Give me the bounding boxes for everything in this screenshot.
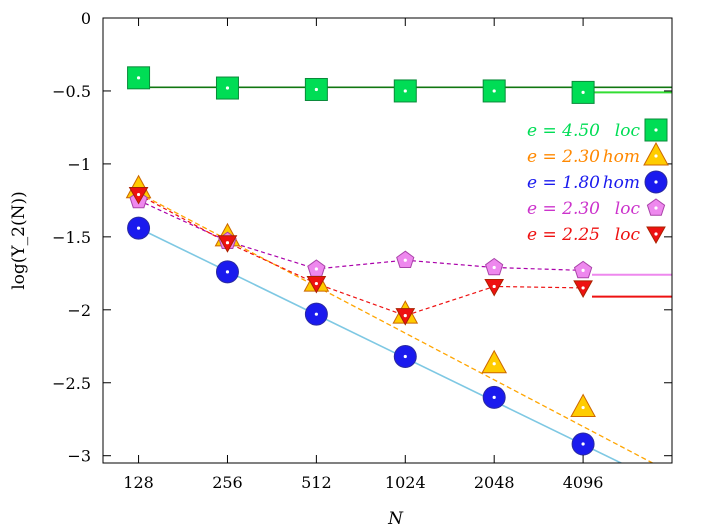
- legend-label-e: e = 4.50: [527, 121, 600, 141]
- data-point-center-dot: [314, 87, 318, 92]
- data-point-center-dot: [403, 89, 407, 93]
- x-tick-label: 512: [301, 473, 332, 492]
- data-point-triangle-up: [643, 141, 669, 166]
- y-tick-label: −3: [67, 447, 91, 466]
- y-tick-label: −0.5: [52, 82, 91, 101]
- x-tick-label: 256: [212, 473, 243, 492]
- x-tick-label: 2048: [474, 473, 515, 492]
- y-tick-label: 0: [81, 9, 91, 28]
- data-point-center-dot: [581, 286, 585, 290]
- legend-label-type: hom: [603, 173, 640, 193]
- data-point-center-dot: [403, 314, 407, 318]
- data-point-center-dot: [492, 395, 496, 399]
- data-point-center-dot: [654, 206, 658, 210]
- legend-entry: e = 2.30 loc: [527, 198, 666, 219]
- data-point-center-dot: [492, 89, 496, 93]
- legend-label-type: hom: [603, 147, 640, 167]
- legend-entry: e = 4.50 loc: [527, 118, 668, 142]
- data-point-center-dot: [136, 76, 141, 80]
- data-point-center-dot: [654, 154, 658, 158]
- data-point-center-dot: [136, 192, 141, 197]
- axes: 128 256 512 1024 2048 4096 0 −0.5 −1 −1.5 −2 −2.5 −3…: [9, 9, 673, 529]
- x-axis-title: N: [387, 509, 404, 529]
- data-point-center-dot: [403, 354, 407, 359]
- legend-entry: e = 2.25 loc: [527, 225, 666, 245]
- data-point-center-dot: [654, 128, 658, 132]
- data-point-center-dot: [314, 267, 318, 271]
- data-point-center-dot: [403, 258, 407, 262]
- plot-markers: [125, 66, 596, 456]
- legend-label-e: e = 1.80: [527, 173, 600, 193]
- legend-label-type: loc: [615, 225, 641, 245]
- legend-label-type: loc: [615, 121, 641, 141]
- series-connector-line: [138, 194, 584, 317]
- plot-frame: [102, 17, 673, 464]
- data-point-center-dot: [225, 86, 230, 90]
- y-tick-label: −1: [67, 155, 91, 174]
- data-point-center-dot: [492, 362, 496, 366]
- y-tick-label: −2: [67, 301, 91, 320]
- data-point-center-dot: [581, 268, 585, 273]
- data-point-triangle-up: [481, 349, 508, 374]
- data-point-center-dot: [581, 90, 585, 95]
- data-point-center-dot: [136, 226, 141, 230]
- x-tick-label: 128: [123, 473, 154, 492]
- y-tick-label: −2.5: [52, 374, 91, 393]
- x-tick-label: 4096: [563, 473, 604, 492]
- data-point-triangle-up: [570, 393, 596, 418]
- data-point-center-dot: [314, 281, 318, 286]
- data-point-center-dot: [654, 232, 658, 236]
- data-point-center-dot: [492, 265, 496, 270]
- data-point-center-dot: [654, 180, 658, 184]
- data-point-center-dot: [314, 312, 318, 316]
- data-point-center-dot: [581, 405, 585, 410]
- legend-label-e: e = 2.25: [527, 225, 600, 245]
- legend-label-e: e = 2.30: [527, 147, 600, 167]
- legend-label-type: loc: [615, 199, 641, 219]
- data-point-center-dot: [225, 241, 230, 245]
- data-point-center-dot: [581, 442, 585, 446]
- data-point-center-dot: [492, 284, 496, 289]
- y-tick-label: −1.5: [52, 228, 91, 247]
- x-tick-label: 1024: [385, 473, 426, 492]
- legend-label-e: e = 2.30: [527, 199, 600, 219]
- y-axis-title: log(Y_2(N)): [9, 191, 29, 290]
- data-point-center-dot: [225, 270, 230, 274]
